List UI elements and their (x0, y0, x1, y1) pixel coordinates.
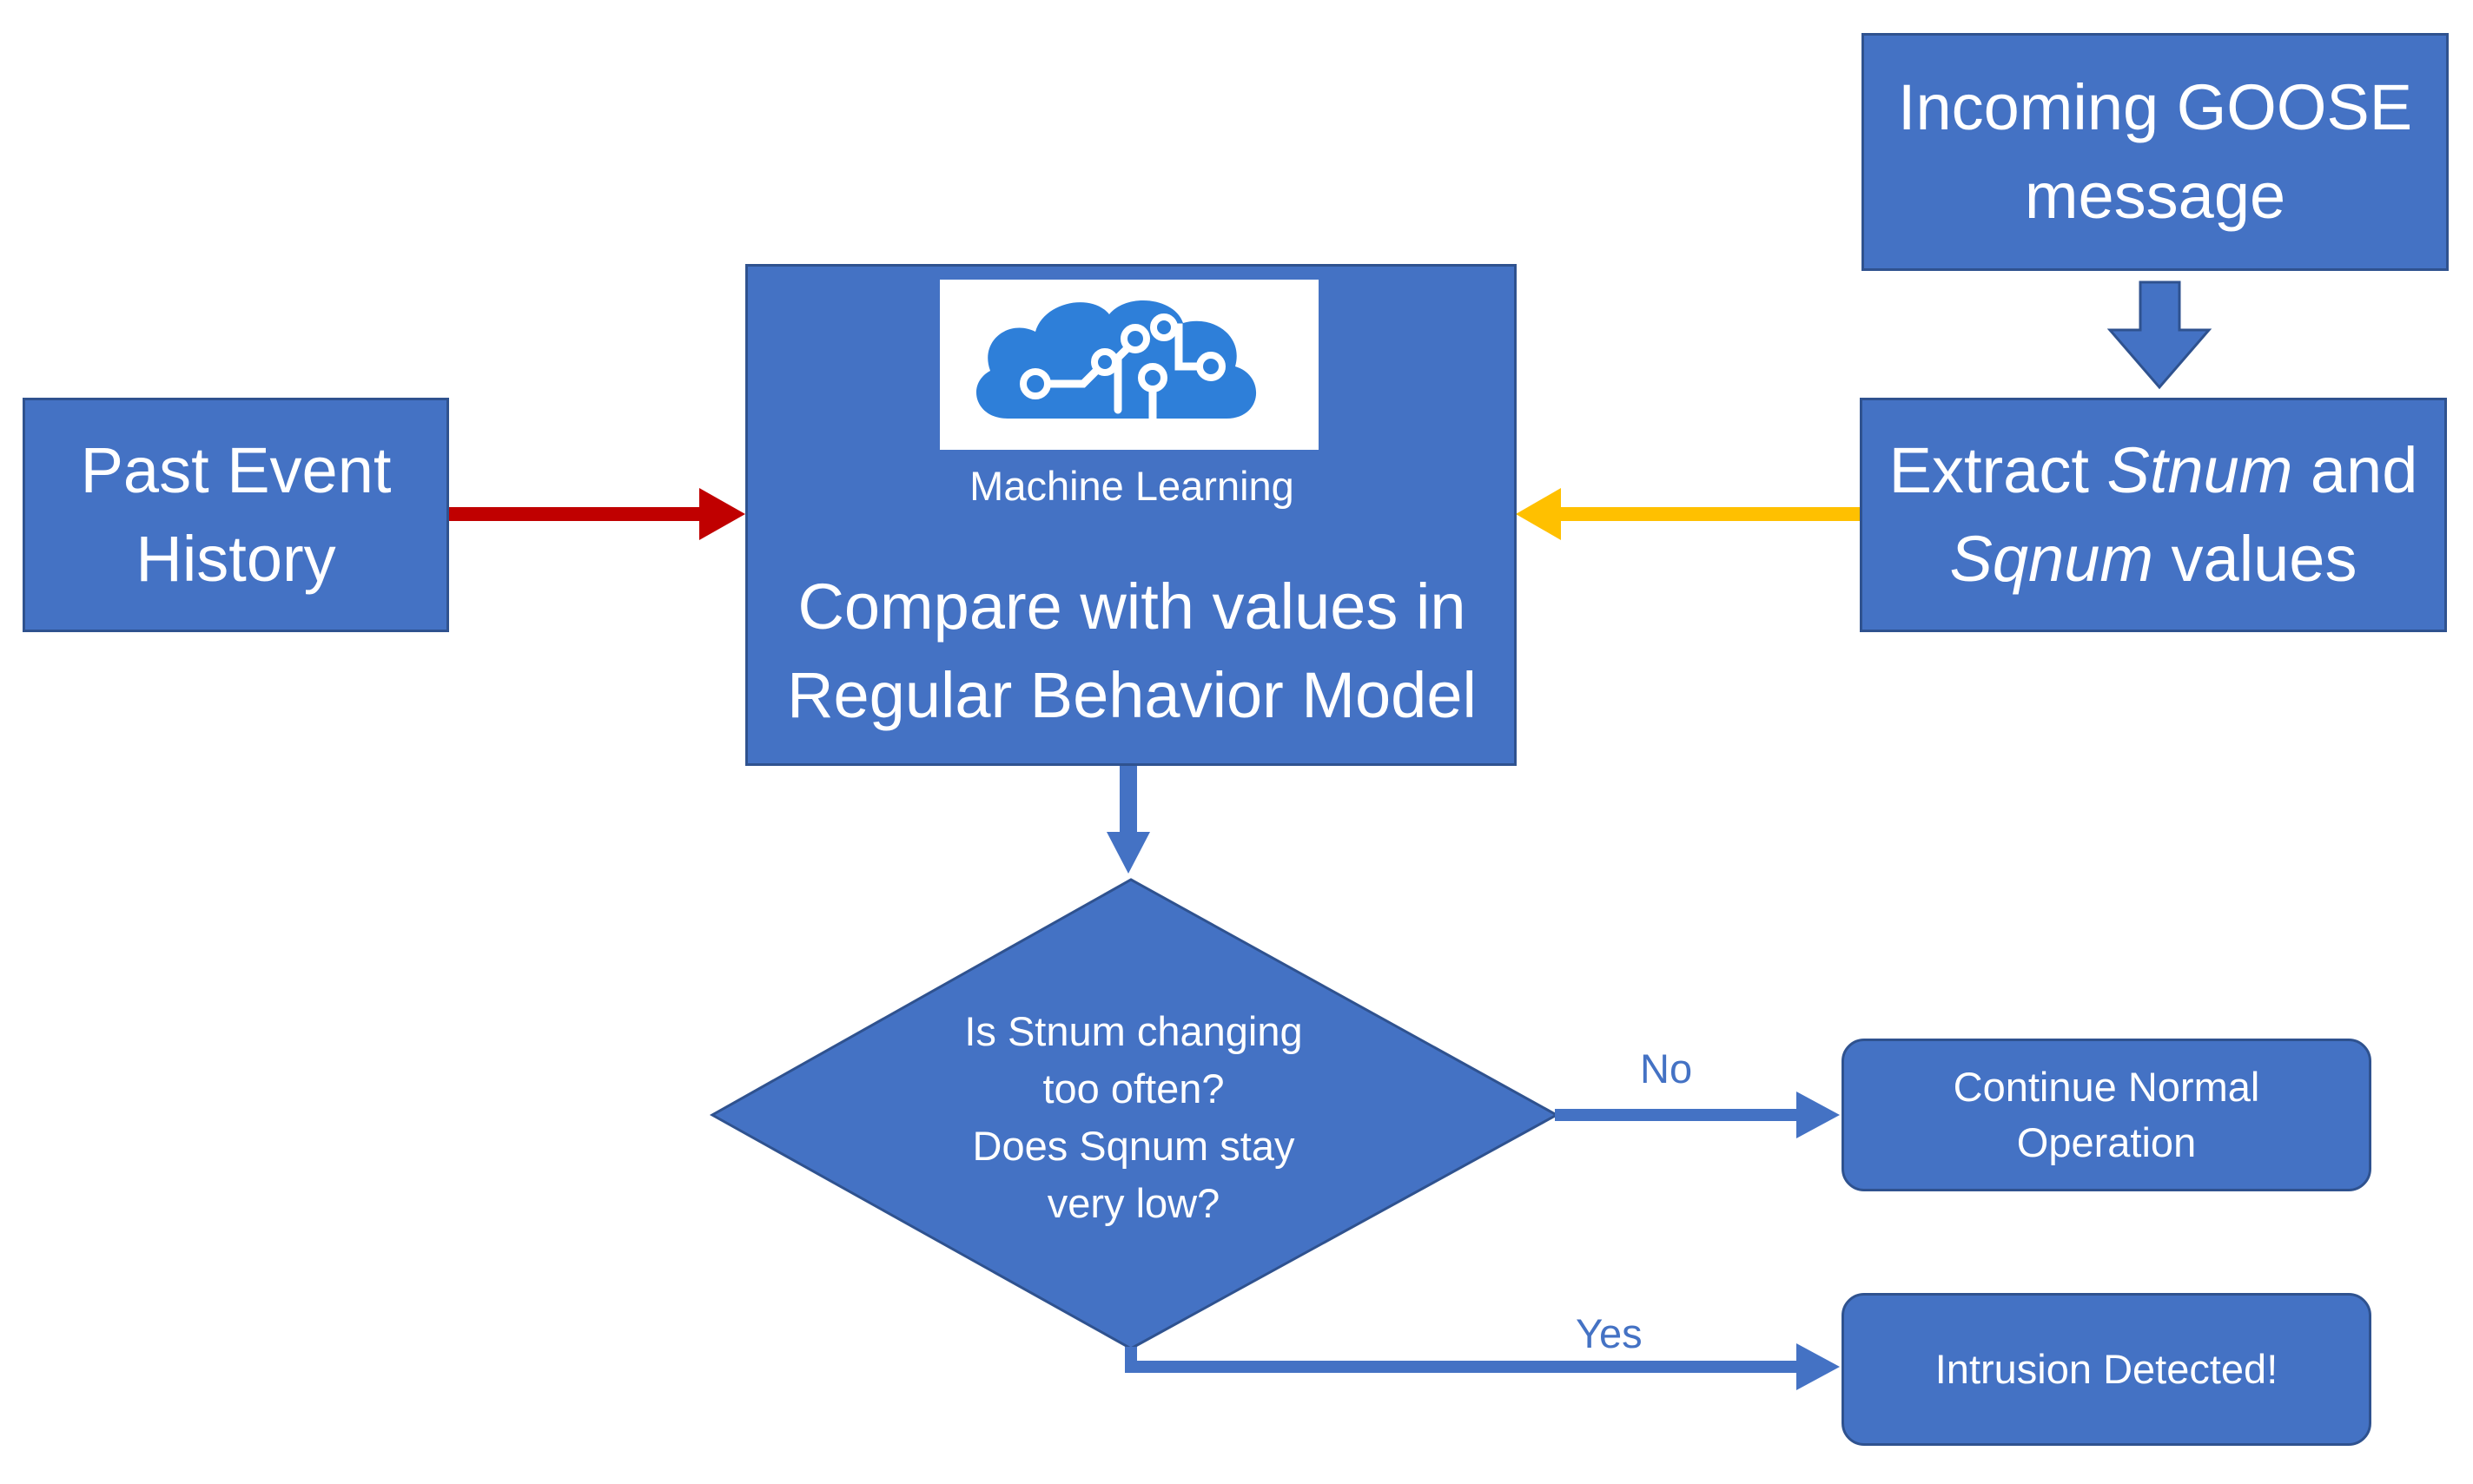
arrow-no (1555, 1092, 1840, 1138)
arrow-yes (1125, 1343, 1840, 1390)
decision-line-2: too often? (1042, 1065, 1225, 1111)
arrow-extract-to-model (1516, 488, 1860, 540)
model-comparison-text: Compare with values in Regular Behavior … (747, 563, 1517, 740)
continue-line-1: Continue Normal (1953, 1064, 2260, 1110)
intrusion-detected-box: Intrusion Detected! (1842, 1293, 2371, 1446)
continue-line-2: Operation (2016, 1119, 2197, 1165)
machine-learning-label: Machine Learning (969, 463, 1294, 509)
past-event-line-2: History (136, 523, 336, 595)
intrusion-line-1: Intrusion Detected! (1934, 1346, 2278, 1392)
arrow-incoming-to-extract (2106, 280, 2212, 390)
extract-line-1: Extract Stnum and (1888, 434, 2418, 506)
extract-values-box: Extract Stnum and Sqnum values (1860, 398, 2447, 632)
decision-line-3: Does Sqnum stay (972, 1123, 1295, 1169)
extract-line-2: Sqnum values (1949, 523, 2357, 595)
compare-line-1: Compare with values in (797, 571, 1466, 643)
compare-line-2: Regular Behavior Model (787, 659, 1477, 731)
arrow-model-to-decision (1107, 766, 1150, 874)
decision-text: Is Stnum changing too often? Does Sqnum … (869, 1003, 1399, 1232)
past-event-history-box: Past Event History (23, 398, 449, 632)
brain-circuit-icon (940, 280, 1319, 450)
continue-operation-box: Continue Normal Operation (1842, 1039, 2371, 1191)
decision-line-1: Is Stnum changing (964, 1008, 1303, 1054)
decision-line-4: very low? (1047, 1180, 1220, 1226)
arrow-history-to-model (449, 488, 745, 540)
incoming-goose-box: Incoming GOOSE message (1861, 33, 2449, 271)
no-label: No (1640, 1045, 1693, 1092)
incoming-line-2: message (2024, 160, 2286, 232)
past-event-line-1: Past Event (80, 434, 392, 506)
yes-label: Yes (1576, 1310, 1643, 1356)
incoming-line-1: Incoming GOOSE (1897, 71, 2413, 143)
